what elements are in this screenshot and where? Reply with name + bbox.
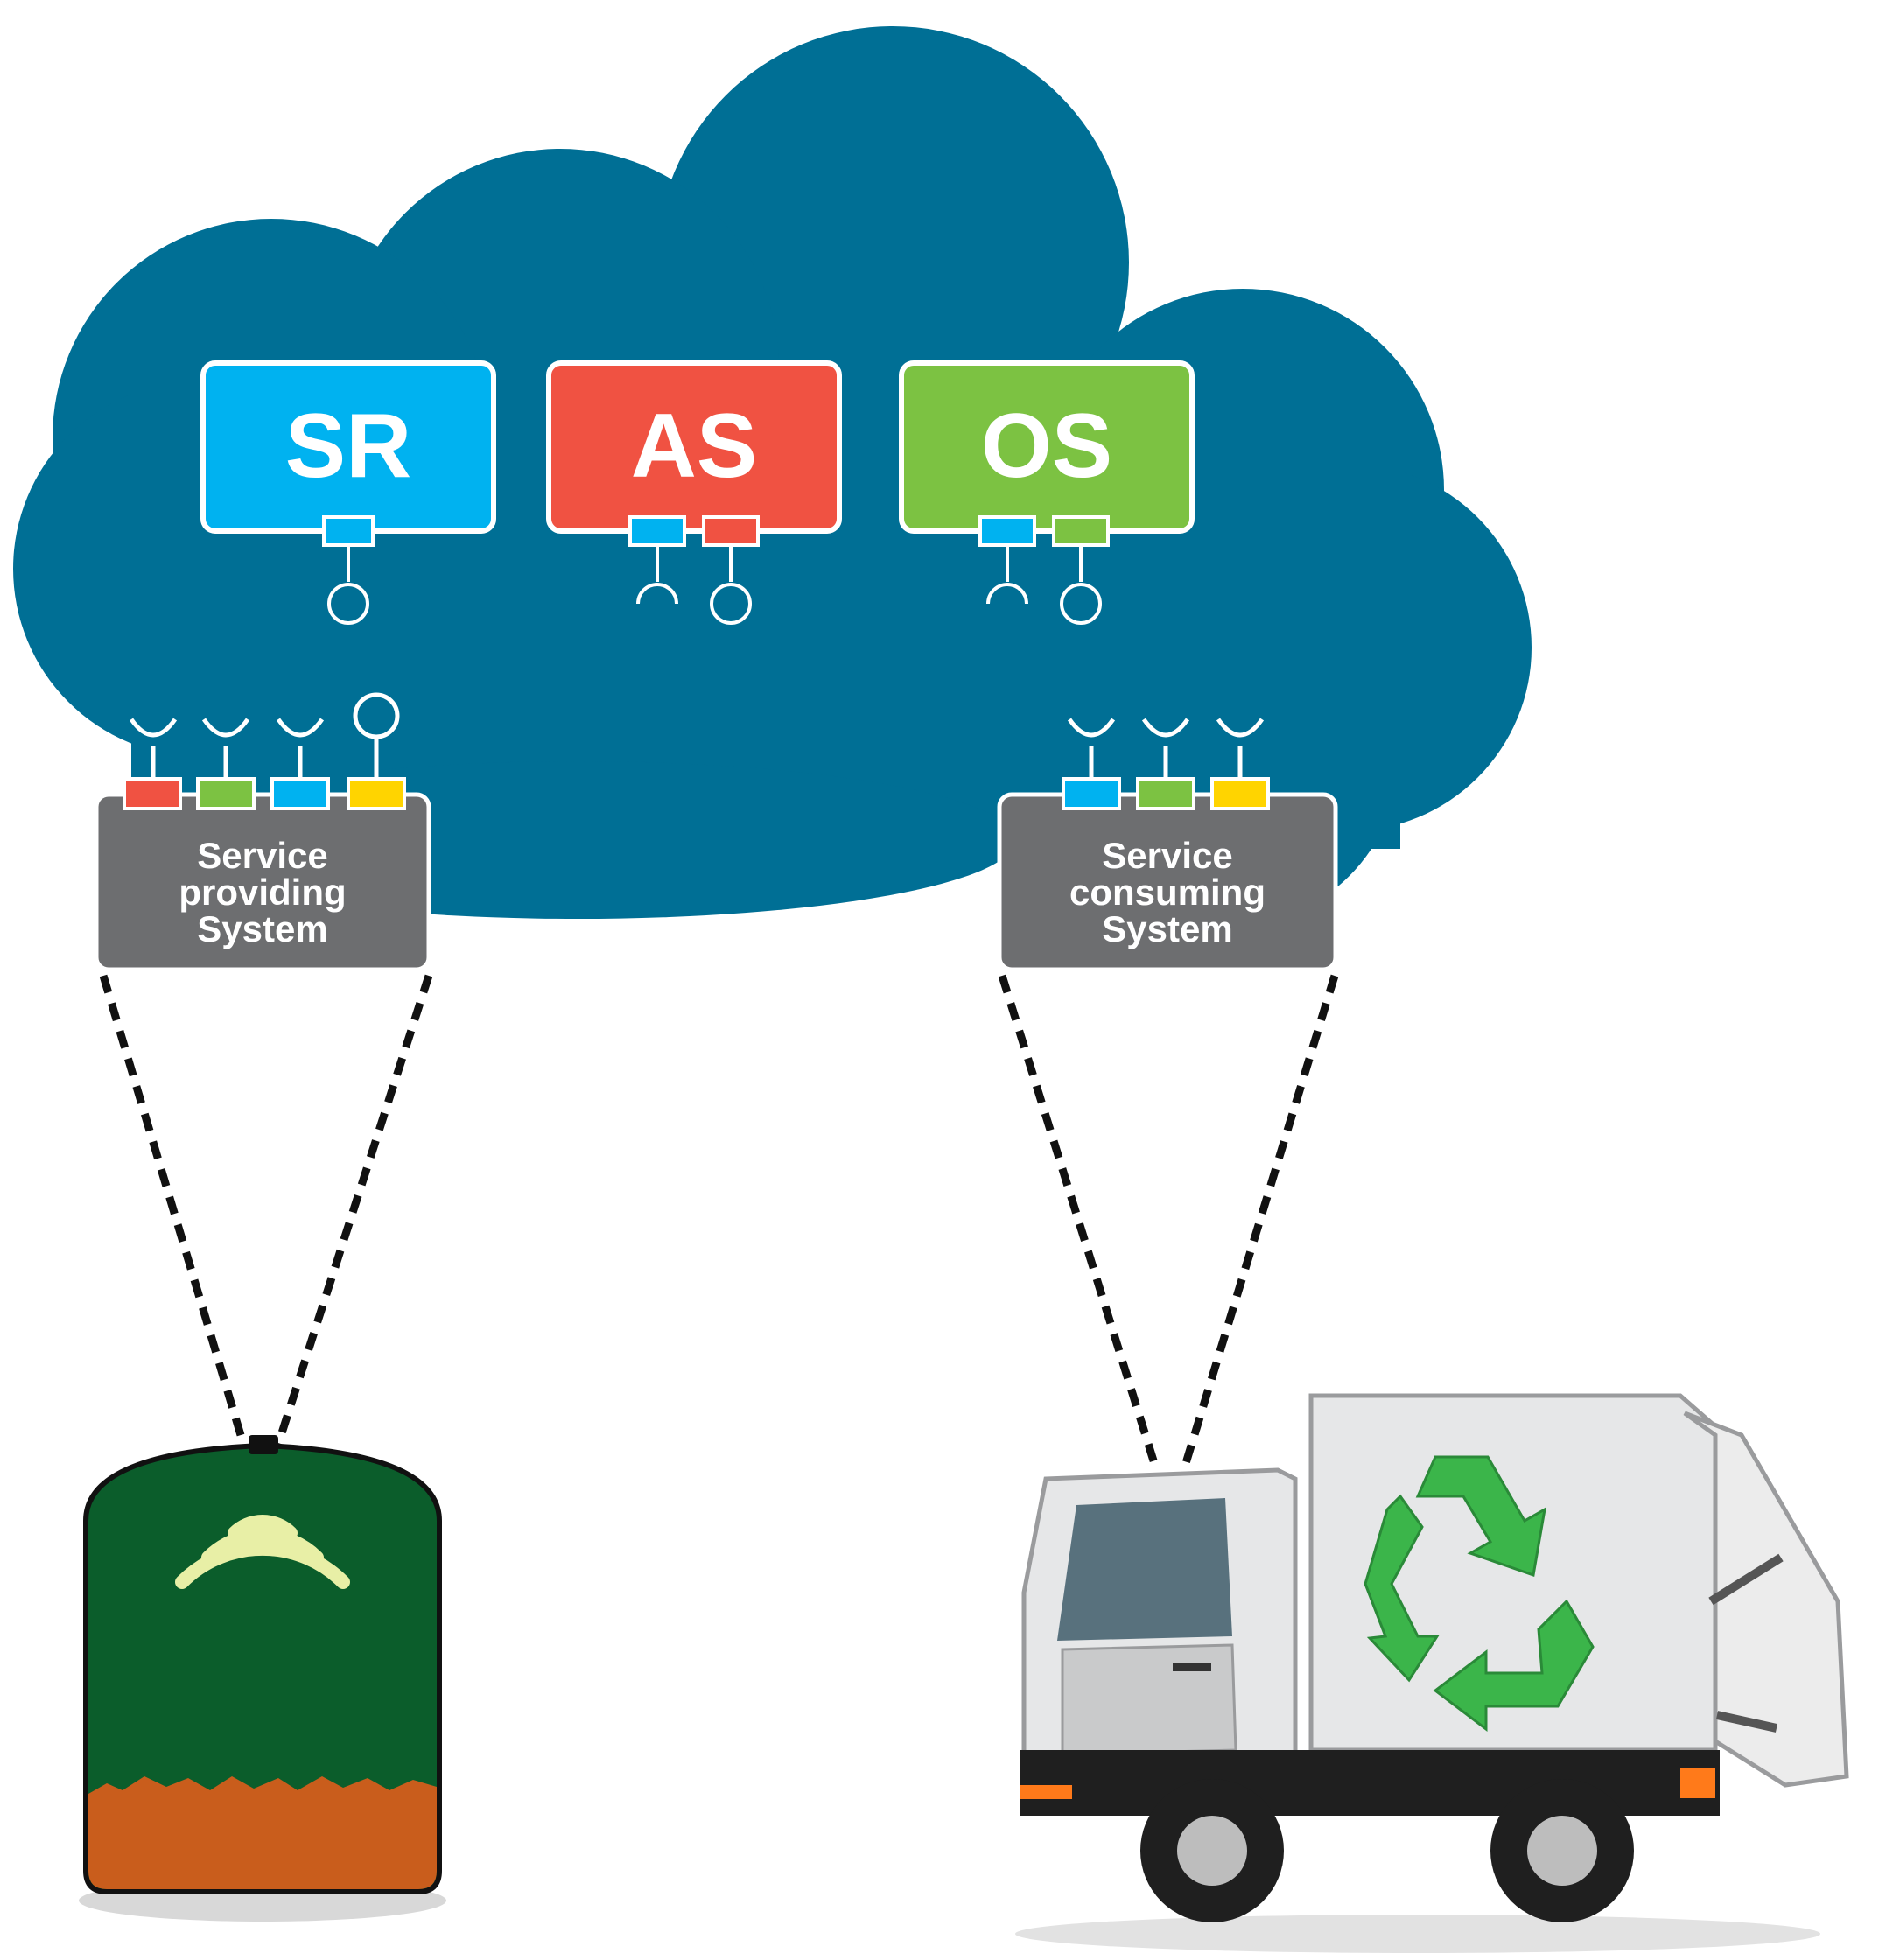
required-interface-icon: [636, 583, 678, 605]
provider-label-line2: providing: [179, 872, 346, 913]
service-consuming-system: Service consuming System: [997, 718, 1338, 972]
truck-door: [1061, 1643, 1237, 1756]
provider-link-left: [99, 974, 248, 1446]
service-sr: SR: [200, 360, 496, 625]
service-os-port-provide: [1052, 515, 1110, 547]
front-wheel: [1140, 1779, 1284, 1922]
waste-bin: [79, 1435, 446, 1922]
consumer-link-left: [998, 974, 1161, 1474]
service-sr-port: [322, 515, 375, 547]
service-providing-system: Service providing System: [94, 692, 431, 972]
service-os-box: [899, 360, 1195, 534]
dotted-links: [99, 974, 1339, 1474]
recycle-icon: [1364, 1455, 1595, 1732]
service-os-port-consume: [978, 515, 1036, 547]
service-os-label: OS: [981, 396, 1112, 497]
provided-interface-icon: [710, 583, 752, 625]
consumer-port-blue: [1062, 777, 1121, 810]
service-sr-label: SR: [285, 396, 411, 497]
consumer-label-line1: Service: [1102, 835, 1232, 876]
service-as-port-provide: [702, 515, 760, 547]
bin-soil: [88, 1776, 437, 1889]
consumer-port-green: [1136, 777, 1195, 810]
provided-interface-icon: [327, 583, 369, 625]
bin-body: [83, 1442, 442, 1894]
service-as-box: [546, 360, 842, 534]
required-interface-icon: [986, 583, 1028, 605]
provider-box: [94, 792, 431, 972]
consumer-label-line3: System: [1102, 908, 1232, 949]
truck-compactor: [1683, 1410, 1849, 1788]
consumer-label-line2: consuming: [1069, 872, 1266, 913]
provider-link-right: [274, 974, 433, 1446]
service-as-label: AS: [631, 396, 757, 497]
consumer-port-yellow: [1210, 777, 1270, 810]
service-os: OS: [899, 360, 1195, 625]
provider-label-line1: Service: [197, 835, 327, 876]
wifi-icon: [175, 1515, 350, 1589]
truck-window: [1057, 1498, 1232, 1641]
rear-wheel: [1490, 1779, 1634, 1922]
service-as: AS: [546, 360, 842, 625]
provider-label-line3: System: [197, 908, 327, 949]
provider-port-yellow: [347, 777, 406, 810]
provider-port-green: [196, 777, 256, 810]
service-as-port-consume: [628, 515, 686, 547]
provided-interface-icon: [1060, 583, 1102, 625]
sensor-icon: [249, 1435, 278, 1454]
provider-port-red: [123, 777, 182, 810]
provider-port-blue: [270, 777, 330, 810]
garbage-truck: [1015, 1393, 1849, 1953]
